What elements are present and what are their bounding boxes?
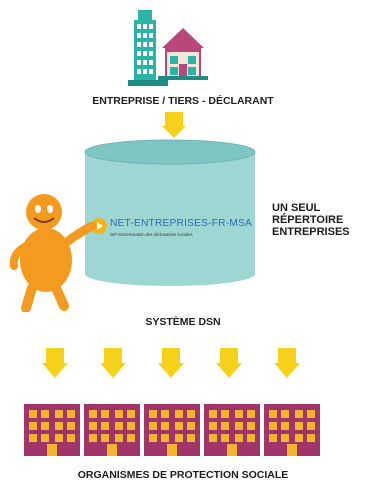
systeme-dsn-label: SYSTÈME DSN xyxy=(145,316,221,328)
building-icon xyxy=(84,404,140,456)
logo-subtitle: GIP Modernisation des déclarations socia… xyxy=(110,232,193,237)
down-arrow-icon xyxy=(42,348,68,378)
down-arrow-icon xyxy=(162,112,186,138)
house-icon xyxy=(158,28,208,80)
down-arrow-icon xyxy=(158,348,184,378)
database-cylinder xyxy=(84,139,256,286)
down-arrow-icon xyxy=(216,348,242,378)
logo-title: NET-ENTREPRISES-FR-MSA xyxy=(110,218,252,229)
mascot-character xyxy=(9,194,97,312)
building-icon xyxy=(24,404,80,456)
organismes-label: ORGANISMES DE PROTECTION SOCIALE xyxy=(77,469,289,481)
entreprise-label: ENTREPRISE / TIERS - DÉCLARANT xyxy=(92,95,274,107)
building-icon xyxy=(264,404,320,456)
building-icon xyxy=(204,404,260,456)
side-label-line1: UN SEUL xyxy=(272,202,321,214)
side-label: UN SEUL RÉPERTOIRE ENTREPRISES xyxy=(272,202,364,238)
down-arrow-icon xyxy=(100,348,126,378)
skyscraper-icon xyxy=(128,10,168,86)
side-label-line2: RÉPERTOIRE xyxy=(272,214,344,226)
side-label-line3: ENTREPRISES xyxy=(272,226,350,238)
down-arrow-icon xyxy=(274,348,300,378)
play-logo-icon xyxy=(91,218,107,234)
building-icon xyxy=(144,404,200,456)
